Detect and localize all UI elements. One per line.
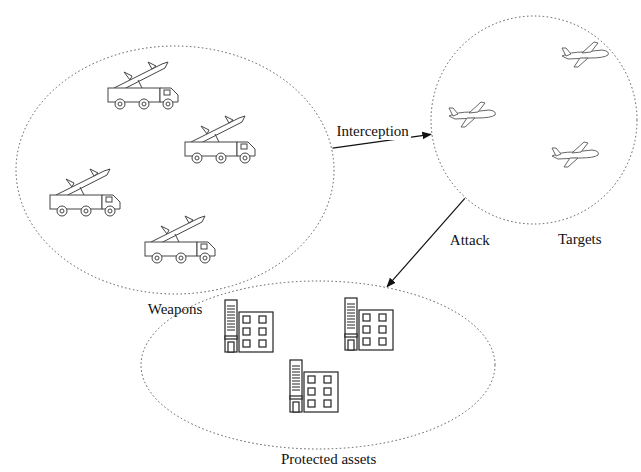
ellipse-outline <box>140 280 496 450</box>
region-label: Protected assets <box>281 451 376 468</box>
edge-label: Interception <box>334 123 410 140</box>
ellipse-outline <box>430 15 638 225</box>
region-ellipse: Weapons <box>15 45 335 295</box>
edge-label: Attack <box>448 232 492 249</box>
region-label: Targets <box>558 231 602 248</box>
region-label: Weapons <box>148 301 203 318</box>
region-ellipse: Targets <box>430 15 638 225</box>
region-ellipse: Protected assets <box>140 280 496 450</box>
ellipse-outline <box>15 45 335 295</box>
